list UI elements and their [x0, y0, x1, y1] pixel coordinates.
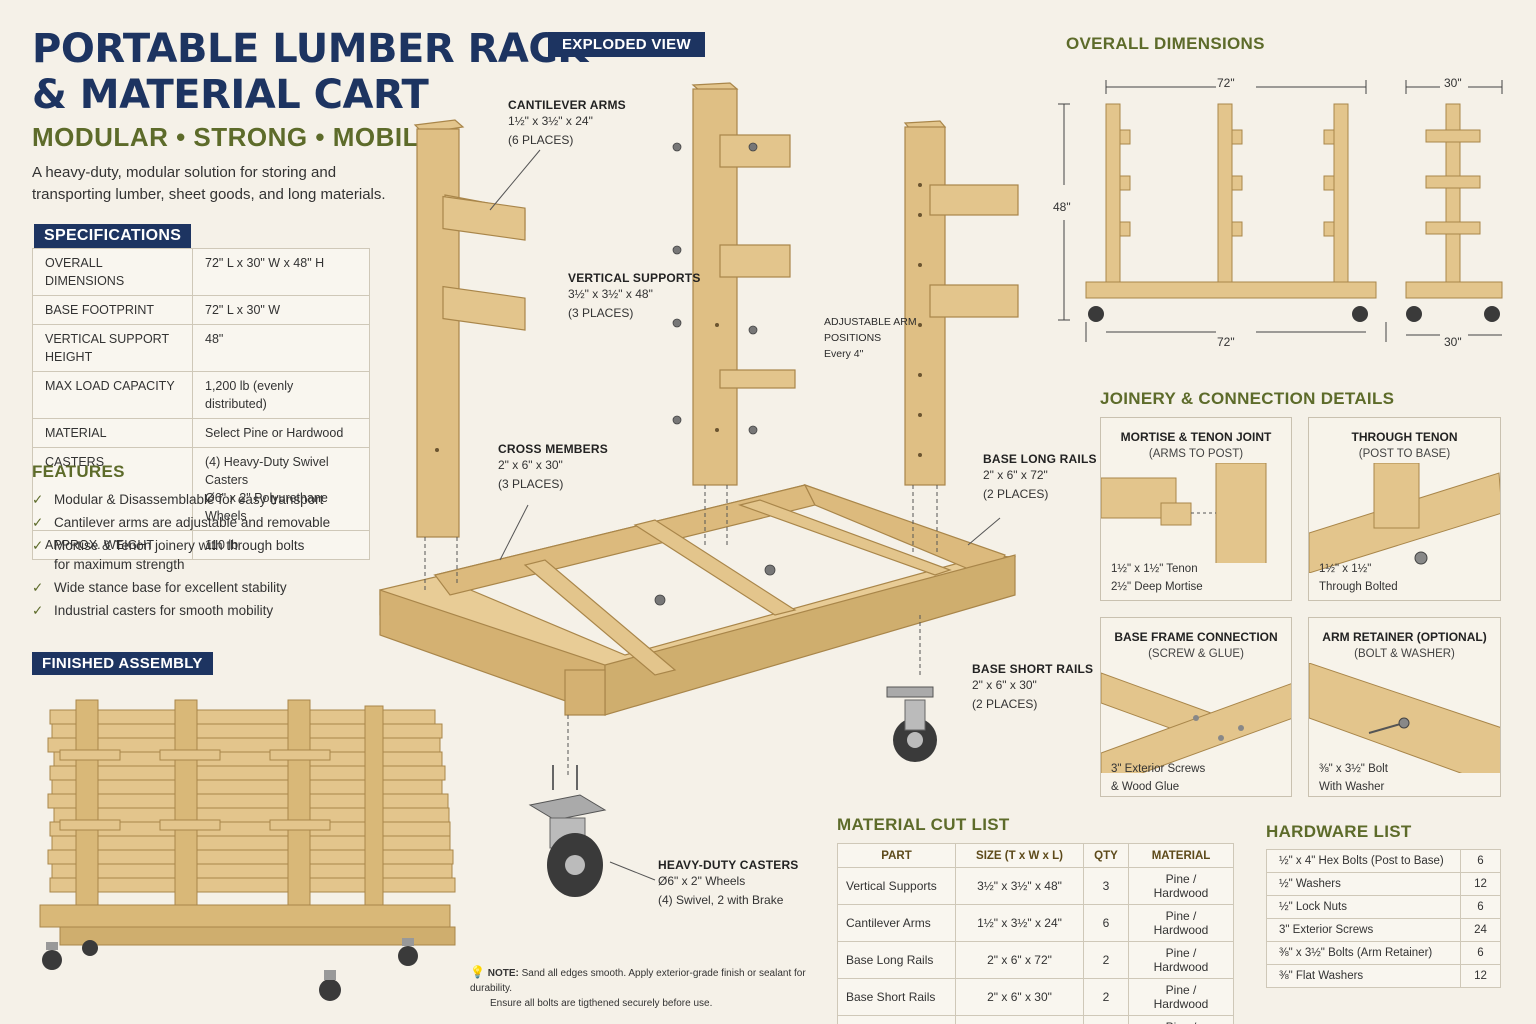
callout-heavy-duty-casters: HEAVY-DUTY CASTERS Ø6" x 2" Wheels (4) S… — [658, 858, 799, 907]
callout-base-long-rails: BASE LONG RAILS 2" x 6" x 72" (2 PLACES) — [983, 452, 1097, 501]
callout-cantilever-arms: CANTILEVER ARMS 1½" x 3½" x 24" (6 PLACE… — [508, 98, 626, 147]
joinery-panel-through-tenon: THROUGH TENON (POST TO BASE) 1½" x 1½" T… — [1308, 417, 1501, 601]
joinery-panel-base-frame: BASE FRAME CONNECTION (SCREW & GLUE) 3" … — [1100, 617, 1292, 797]
caster-illustration — [528, 765, 607, 897]
joinery-panel-mortise-tenon: MORTISE & TENON JOINT (ARMS TO POST) 1½"… — [1100, 417, 1292, 601]
lightbulb-icon: 💡 — [470, 965, 485, 979]
feature-item: ✓Mortise & Tenon joinery with through bo… — [32, 538, 305, 553]
intro-text: A heavy-duty, modular solution for stori… — [32, 164, 386, 203]
dim-front-width-top: 72" — [1217, 76, 1235, 90]
cut-list-title: MATERIAL CUT LIST — [837, 815, 1010, 834]
check-icon: ✓ — [32, 603, 44, 618]
dim-side-width-bottom: 30" — [1444, 335, 1462, 349]
dim-front-width-bottom: 72" — [1217, 335, 1235, 349]
cut-list-table: PART SIZE (T x W x L) QTY MATERIAL Verti… — [837, 843, 1234, 1024]
feature-item: ✓Wide stance base for excellent stabilit… — [32, 580, 287, 595]
check-icon: ✓ — [32, 538, 44, 553]
callout-cross-members: CROSS MEMBERS 2" x 6" x 30" (3 PLACES) — [498, 442, 608, 491]
joinery-title: JOINERY & CONNECTION DETAILS — [1100, 389, 1395, 408]
dimension-drawings — [1058, 80, 1503, 342]
callout-base-short-rails: BASE SHORT RAILS 2" x 6" x 30" (2 PLACES… — [972, 662, 1094, 711]
features-title: FEATURES — [32, 462, 125, 481]
exploded-view-illustration — [379, 82, 1019, 775]
check-icon: ✓ — [32, 515, 44, 530]
dim-side-width-top: 30" — [1444, 76, 1462, 90]
joinery-panel-arm-retainer: ARM RETAINER (OPTIONAL) (BOLT & WASHER) … — [1308, 617, 1501, 797]
callout-adjustable-arm: ADJUSTABLE ARM POSITIONS Every 4" — [824, 316, 917, 360]
overall-dimensions-title: OVERALL DIMENSIONS — [1066, 34, 1265, 53]
note: 💡 NOTE: Sand all edges smooth. Apply ext… — [470, 965, 806, 1009]
feature-item: ✓Modular & Disassemblable for easy trans… — [32, 492, 324, 507]
page-title: PORTABLE LUMBER RACK & MATERIAL CART — [32, 26, 588, 118]
hardware-list-title: HARDWARE LIST — [1266, 822, 1412, 841]
exploded-view-title: EXPLODED VIEW — [548, 32, 705, 57]
tagline: MODULAR • STRONG • MOBILE — [32, 122, 437, 152]
finished-assembly-illustration — [39, 699, 456, 1001]
finished-assembly-title: FINISHED ASSEMBLY — [32, 652, 213, 675]
feature-item: ✓Industrial casters for smooth mobility — [32, 603, 274, 618]
check-icon: ✓ — [32, 492, 44, 507]
specifications-title: SPECIFICATIONS — [34, 224, 192, 248]
features-list: ✓Modular & Disassemblable for easy trans… — [32, 490, 392, 624]
hardware-row: ½" x 4" Hex Bolts (Post to Base)6 — [1266, 849, 1501, 873]
check-icon: ✓ — [32, 580, 44, 595]
hardware-row: ⅜" x 3½" Bolts (Arm Retainer)6 — [1266, 941, 1501, 965]
dim-height: 48" — [1053, 200, 1071, 214]
feature-item-continued: for maximum strength — [54, 557, 185, 572]
feature-item: ✓Cantilever arms are adjustable and remo… — [32, 515, 331, 530]
callout-vertical-supports: VERTICAL SUPPORTS 3½" x 3½" x 48" (3 PLA… — [568, 271, 701, 320]
